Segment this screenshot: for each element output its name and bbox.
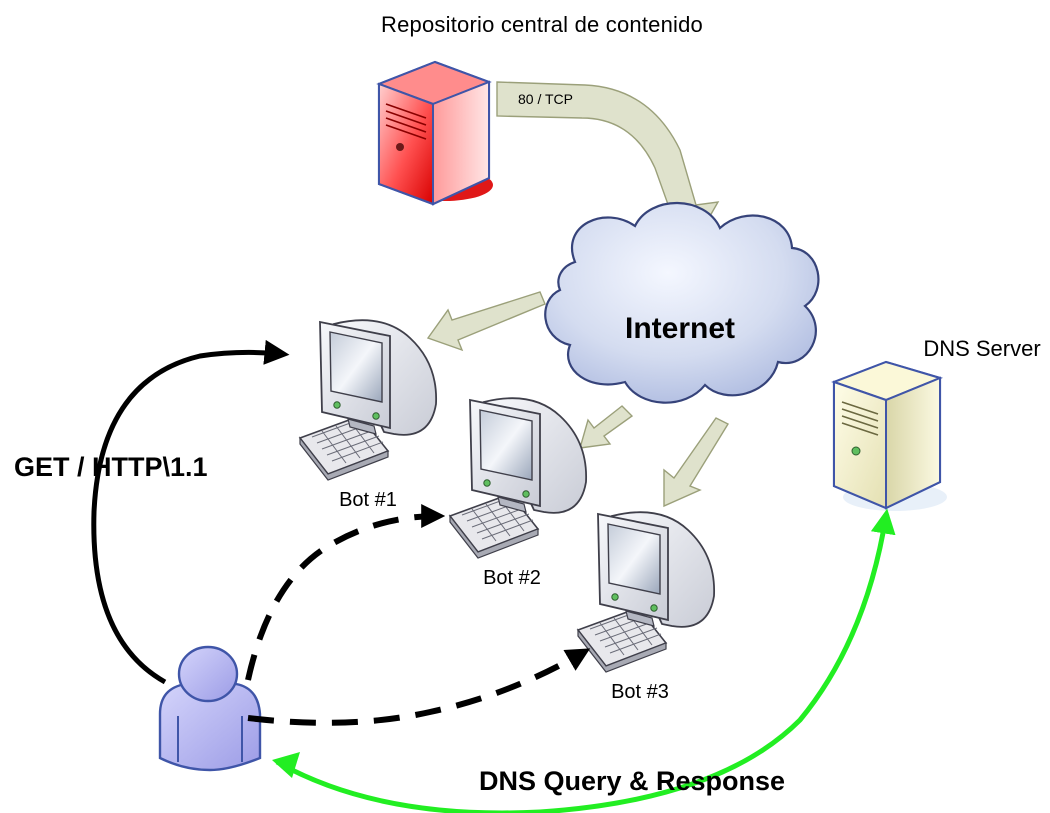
internet-label: Internet bbox=[625, 312, 735, 345]
cloud-to-bot3-arrow bbox=[663, 417, 729, 508]
port-label: 80 / TCP bbox=[518, 91, 573, 107]
user-to-bot2-dashed-arrow bbox=[245, 504, 446, 681]
bot2-label: Bot #2 bbox=[483, 567, 541, 589]
dns-query-response-arrow bbox=[275, 508, 896, 813]
dns-server-icon bbox=[831, 360, 947, 511]
cloud-to-bot2-arrow bbox=[579, 405, 634, 449]
cloud-to-bot1-arrow bbox=[426, 291, 546, 352]
dns-server-label: DNS Server bbox=[923, 336, 1040, 361]
bot3-label: Bot #3 bbox=[611, 681, 669, 703]
get-request-label: GET / HTTP\1.1 bbox=[14, 452, 208, 482]
bot1-computer-icon bbox=[299, 319, 438, 481]
bot2-computer-icon bbox=[449, 397, 588, 559]
dns-return-arrowhead bbox=[272, 752, 300, 778]
bot1-label: Bot #1 bbox=[339, 489, 397, 511]
repository-label: Repositorio central de contenido bbox=[381, 12, 703, 37]
get-request-arrow bbox=[91, 339, 290, 685]
repository-server-icon bbox=[376, 60, 493, 206]
dns-flow-label: DNS Query & Response bbox=[479, 766, 785, 796]
internet-cloud-icon: Internet bbox=[544, 201, 820, 404]
user-icon bbox=[158, 645, 262, 772]
user-to-bot3-dashed-arrow bbox=[247, 648, 591, 726]
bot3-computer-icon bbox=[577, 511, 716, 673]
